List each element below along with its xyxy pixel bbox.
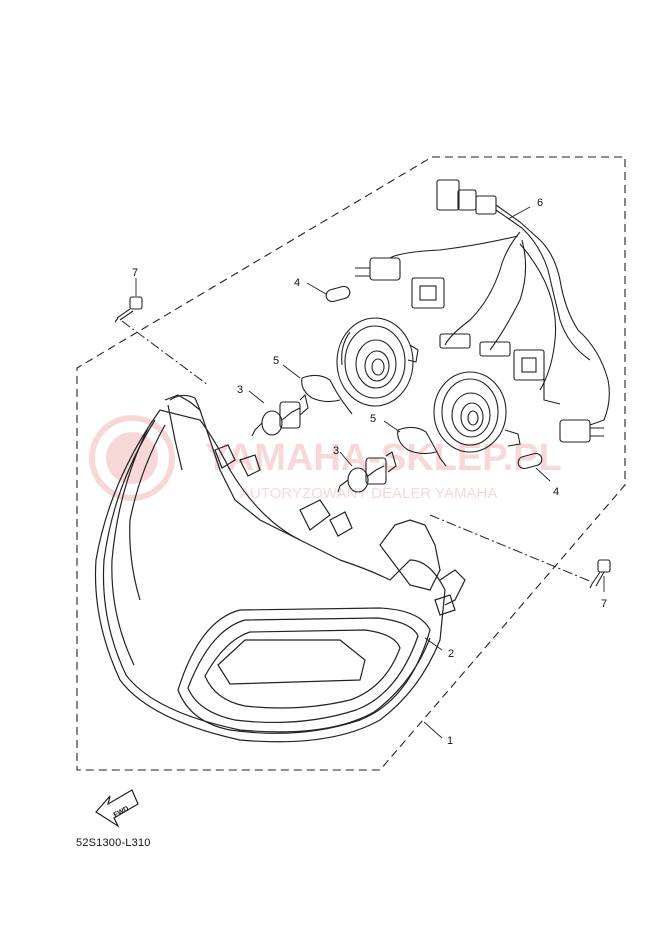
callout-4a: 4: [294, 277, 300, 289]
small-bulb-4a: [325, 285, 351, 303]
reflector-left: [336, 317, 419, 407]
callout-4b: 4: [553, 486, 559, 498]
callout-6: 6: [537, 197, 543, 209]
screw-7b: [589, 559, 611, 589]
watermark-logo-ring: [89, 415, 175, 501]
screw-path-left: [121, 320, 209, 386]
bulb-3a: [251, 393, 309, 437]
screw-7a: [114, 296, 143, 323]
headlight-housing: [94, 394, 466, 743]
callout-5b: 5: [370, 413, 376, 425]
small-bulb-4b: [517, 452, 543, 470]
callout-1: 1: [447, 735, 453, 747]
fwd-arrow-icon: FWD: [95, 789, 139, 828]
spring-clip-5b: [397, 426, 447, 467]
screw-path-right: [429, 514, 593, 583]
callout-2: 2: [448, 648, 454, 660]
wiring-harness: [355, 179, 610, 443]
assembly-boundary: [76, 156, 626, 771]
callouts: 7 4 5 3 5 3 4 6 7 2 1: [132, 197, 607, 747]
callout-7b: 7: [601, 598, 607, 610]
spring-clip-5a: [301, 374, 353, 415]
diagram-code: 52S1300-L310: [76, 837, 151, 849]
callout-3a: 3: [237, 384, 243, 396]
fwd-label: FWD: [113, 805, 130, 819]
watermark-subtext: AUTORYZOWANY DEALER YAMAHA: [240, 485, 497, 502]
leader-lines: [135, 206, 605, 739]
bulb-3b: [337, 451, 397, 493]
watermark-logo-disc: [106, 432, 158, 484]
reflector-right: [433, 371, 521, 453]
callout-5a: 5: [273, 355, 279, 367]
callout-7a: 7: [132, 267, 138, 279]
callout-3b: 3: [333, 445, 339, 457]
